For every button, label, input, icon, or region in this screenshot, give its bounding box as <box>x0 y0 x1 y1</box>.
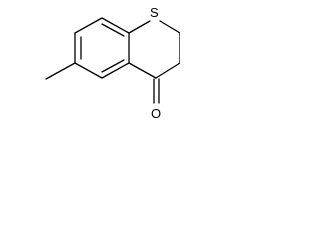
double-bond-c8a-c8 <box>101 23 125 37</box>
bond-s-c2 <box>159 20 180 34</box>
bond-c8a-s <box>128 20 151 34</box>
bond-c4-c4a <box>128 62 157 79</box>
double-bond-c5-c4a <box>101 59 125 73</box>
methyl-bond <box>45 62 76 80</box>
thiopyranone-ring <box>128 20 180 79</box>
sulfur-atom-label: S <box>150 5 159 20</box>
bond-c6-c5 <box>74 62 103 79</box>
oxygen-atom-label: O <box>151 106 161 121</box>
bond-c5-c4a <box>101 62 130 79</box>
bond-c8-c7 <box>74 17 103 34</box>
aromatic-double-bonds <box>80 23 125 73</box>
benzene-ring <box>74 17 130 79</box>
carbonyl-group <box>153 78 160 104</box>
bond-c8a-c8 <box>101 17 130 34</box>
bond-c3-c4 <box>155 62 180 79</box>
thiochromanone-structure: S O <box>45 5 180 121</box>
